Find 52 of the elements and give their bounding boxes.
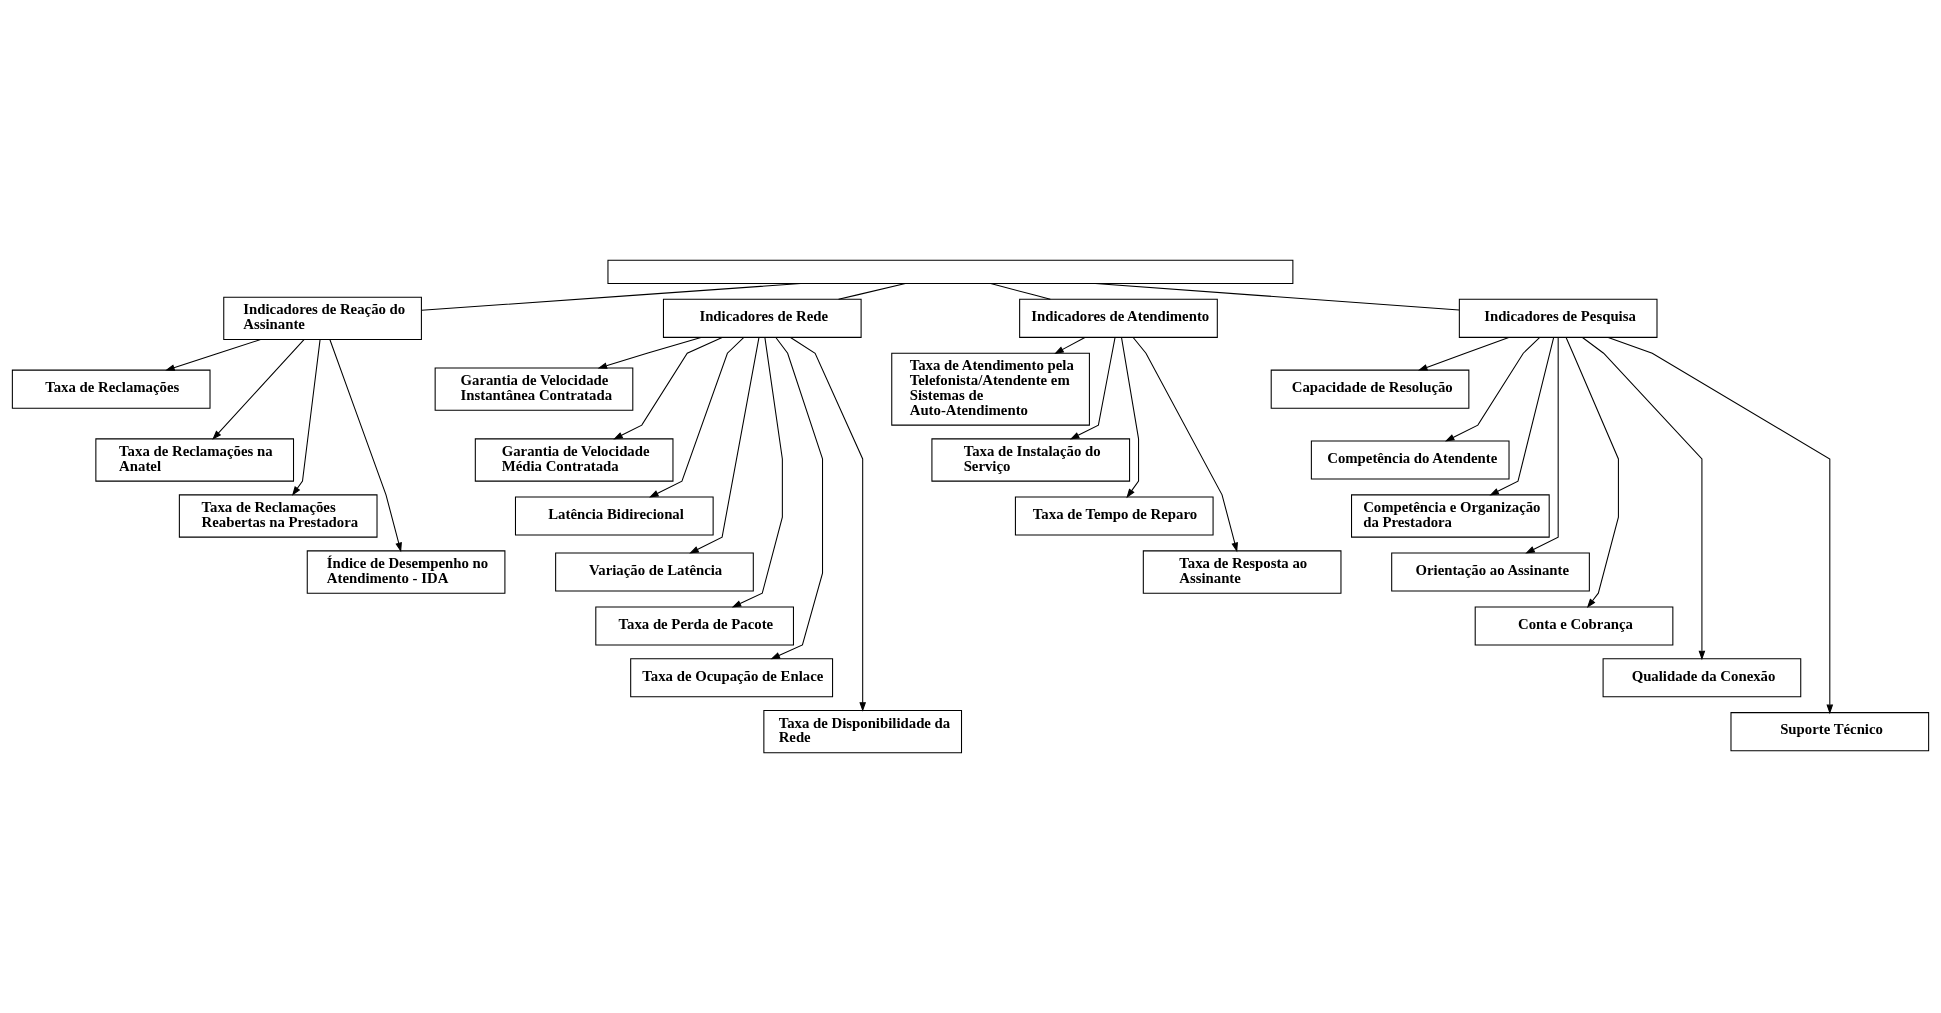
arrow (649, 337, 745, 498)
node-box: Taxa de Ocupação de Enlace (630, 658, 834, 698)
node-box: Indicadores de Atendimento (1019, 298, 1218, 338)
node-box: Indicadores de Rede (662, 298, 862, 338)
arrow (1607, 336, 1834, 715)
node-box: Taxa de Perda de Pacote (595, 606, 794, 646)
node-box: Qualidade da Conexão (1602, 658, 1802, 698)
node-box: Taxa de Instalação do Serviço (931, 438, 1131, 482)
node-box: Garantia de Velocidade Instantânea Contratada (434, 367, 634, 411)
arrow (1121, 337, 1140, 499)
arrow (1069, 337, 1116, 440)
arrow (770, 337, 824, 660)
connector (1094, 282, 1460, 311)
node-box: Taxa de Resposta ao Assinante (1142, 550, 1342, 594)
arrow (731, 337, 783, 608)
node-box: Suporte Técnico (1730, 712, 1930, 752)
arrow (1489, 337, 1555, 496)
node-box: Latência Bidirecional (514, 496, 714, 536)
node-box: Orientação ao Assinante (1391, 552, 1590, 592)
arrow (291, 339, 321, 496)
node-box (607, 259, 1294, 284)
node-box: Índice de Desempenho no Atendimento - IDA (306, 550, 506, 594)
node-box: Taxa de Atendimento pela Telefonista/Atendente em Sistemas de Auto-Atendimento (891, 352, 1090, 426)
arrow (212, 339, 305, 440)
connector (421, 282, 802, 311)
arrow (597, 336, 702, 369)
node-box: Taxa de Reclamações Reabertas na Prestadora (178, 494, 378, 538)
arrow (1417, 336, 1510, 371)
arrow (165, 339, 262, 371)
node-box: Competência do Atendente (1310, 440, 1510, 480)
arrow (1132, 337, 1238, 553)
arrow (1565, 337, 1619, 609)
arrow (1444, 337, 1541, 442)
node-box: Taxa de Disponibilidade da Rede (763, 709, 963, 754)
node-box: Taxa de Reclamações na Anatel (95, 438, 295, 482)
connector (838, 283, 906, 300)
node-box: Variação de Latência (555, 552, 754, 592)
node-box: Competência e Organização da Prestadora (1351, 494, 1550, 538)
node-box: Capacidade de Resolução (1270, 369, 1470, 409)
arrow (1054, 336, 1086, 354)
arrow (1581, 337, 1706, 661)
arrow (790, 337, 867, 712)
arrow (329, 339, 402, 553)
arrow (689, 337, 760, 554)
node-box: Taxa de Tempo de Reparo (1014, 496, 1214, 536)
node-box: Taxa de Reclamações (11, 369, 211, 409)
arrow (1525, 337, 1559, 554)
node-box: Conta e Cobrança (1474, 606, 1674, 646)
node-box: Garantia de Velocidade Média Contratada (474, 438, 674, 482)
node-box: Indicadores de Pesquisa (1458, 298, 1658, 338)
arrow (613, 337, 723, 440)
node-box: Indicadores de Reação do Assinante (223, 296, 422, 341)
